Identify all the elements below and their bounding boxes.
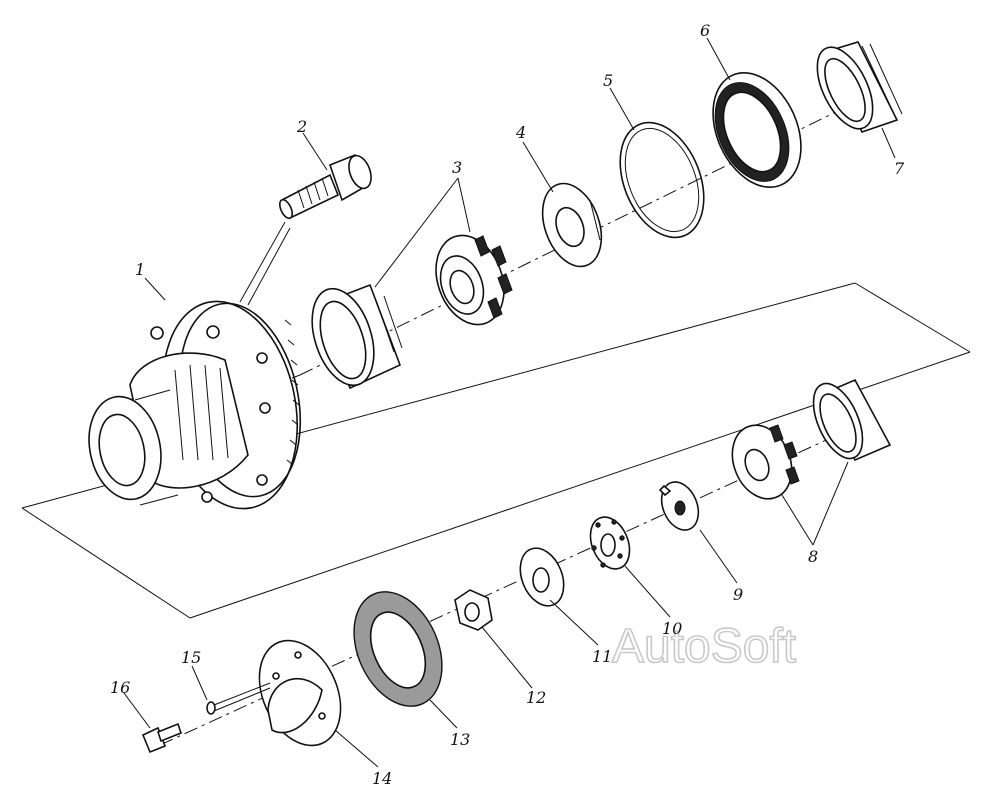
lock-washer-part-9 bbox=[658, 481, 700, 531]
callout-1: 1 bbox=[135, 260, 145, 279]
frame-left-edge bbox=[21, 507, 191, 619]
race-part-7 bbox=[816, 41, 903, 133]
callout-4: 4 bbox=[515, 123, 526, 142]
callout-5: 5 bbox=[603, 71, 613, 90]
callout-16: 16 bbox=[110, 678, 130, 697]
leader-lines bbox=[123, 37, 896, 768]
watermark-text: AutoSoft bbox=[612, 620, 796, 673]
spring-washer-part-15 bbox=[206, 701, 216, 715]
callout-14: 14 bbox=[372, 769, 392, 788]
callout-15: 15 bbox=[181, 648, 201, 667]
bearing-part-8 bbox=[731, 378, 892, 500]
callout-9: 9 bbox=[733, 585, 743, 604]
washer-part-4 bbox=[541, 182, 603, 268]
callout-7: 7 bbox=[894, 159, 905, 178]
snap-ring-part-5 bbox=[619, 121, 705, 239]
frame-right-edge bbox=[854, 282, 971, 353]
stud-bolt-part-2 bbox=[279, 153, 372, 220]
callout-3: 3 bbox=[452, 158, 462, 177]
callout-11: 11 bbox=[592, 647, 612, 666]
hub-part-1 bbox=[88, 300, 302, 510]
bolt-part-16 bbox=[141, 722, 182, 754]
callout-2: 2 bbox=[296, 117, 307, 136]
callout-10: 10 bbox=[662, 619, 682, 638]
callout-13: 13 bbox=[450, 730, 470, 749]
washer-part-10 bbox=[589, 516, 631, 570]
washer-part-11 bbox=[519, 547, 565, 607]
bearing-part-3 bbox=[311, 234, 513, 390]
gasket-part-13 bbox=[353, 591, 443, 707]
callout-12: 12 bbox=[526, 688, 546, 707]
oil-seal-part-6 bbox=[712, 72, 802, 188]
callout-6: 6 bbox=[700, 21, 710, 40]
callout-8: 8 bbox=[808, 547, 818, 566]
hub-cap-part-14 bbox=[258, 639, 342, 747]
nut-part-12 bbox=[454, 589, 493, 631]
callout-labels: 1 2 3 4 5 6 7 8 9 10 11 12 13 14 15 16 bbox=[110, 21, 905, 788]
